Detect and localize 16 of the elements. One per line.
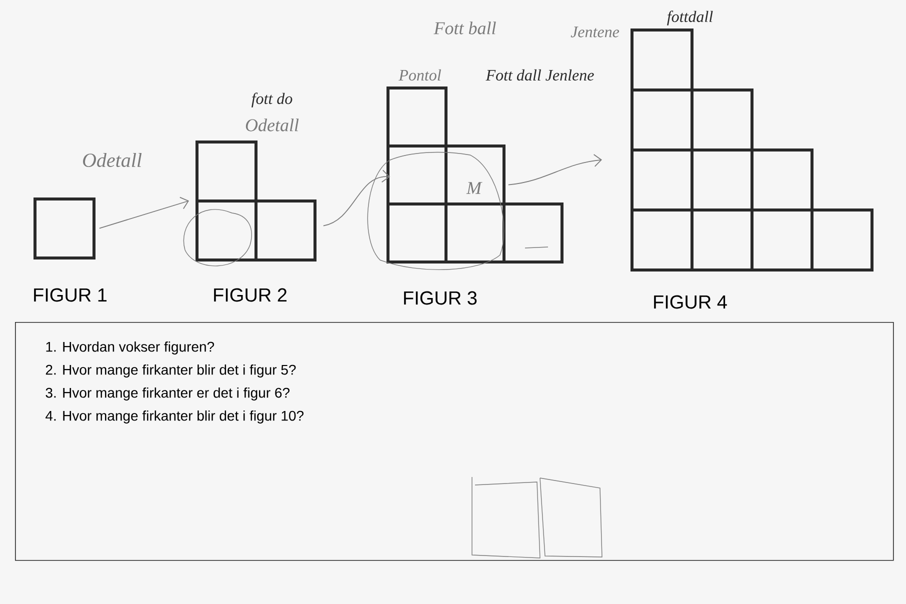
handwritten-note: Fott ball: [434, 22, 496, 34]
handwritten-note: M: [466, 182, 482, 194]
handwritten-note: fott do: [252, 92, 292, 108]
question-text: 3. Hvor mange firkanter er det i figur 6?: [46, 387, 290, 401]
figure-heading: FIGUR 1: [34, 288, 107, 302]
arrow: [508, 154, 602, 186]
arrow: [322, 170, 390, 226]
question-text: 2. Hvor mange firkanter blir det i figur 5?: [46, 364, 296, 378]
figure-heading: FIGUR 2: [214, 288, 287, 302]
figure-heading: FIGUR 4: [654, 295, 727, 309]
arrow: [98, 196, 189, 229]
handwritten-note: Fott dall Jenlene: [486, 69, 594, 81]
question-text: 1. Hvordan vokser figuren?: [46, 341, 214, 355]
handwritten-note: Odetall: [83, 152, 142, 168]
figure-heading: FIGUR 3: [404, 291, 477, 305]
question-text: 4. Hvor mange firkanter blir det i figur 10?: [46, 410, 304, 424]
